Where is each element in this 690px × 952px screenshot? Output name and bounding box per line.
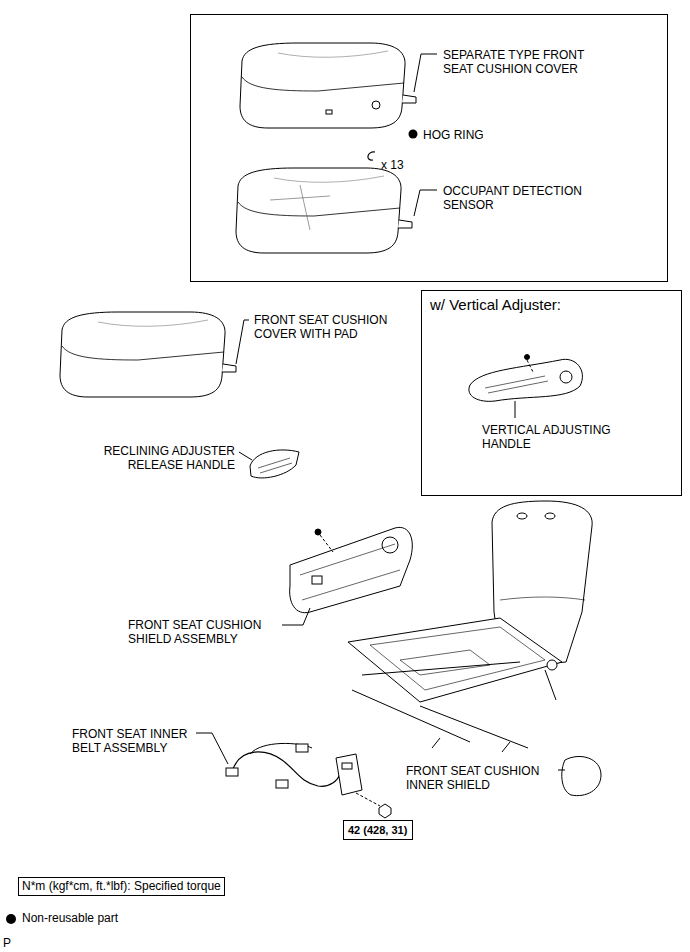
torque-value: 42 (428, 31) — [348, 823, 408, 837]
part-label: OCCUPANT DETECTION SENSOR — [443, 184, 603, 212]
frame-box: SEPARATE TYPE FRONT SEAT CUSHION COVER HO… — [190, 14, 668, 282]
part-label: VERTICAL ADJUSTING HANDLE — [482, 423, 632, 451]
non-reusable-dot — [6, 914, 16, 924]
legend-text: Non-reusable part — [22, 911, 118, 926]
quantity-label: x 13 — [381, 158, 421, 172]
part-label: FRONT SEAT CUSHION INNER SHIELD — [406, 764, 561, 792]
variant-box: w/ Vertical Adjuster: VERTICAL ADJUSTING … — [421, 290, 682, 496]
section-heading: w/ Vertical Adjuster: — [430, 296, 670, 314]
legend-text: N*m (kgf*cm, ft.*lbf): Specified torque — [18, 877, 225, 896]
part-label: FRONT SEAT CUSHION COVER WITH PAD — [254, 313, 414, 341]
part-label: HOG RING — [423, 128, 523, 142]
legend-entry: Non-reusable part — [6, 911, 118, 926]
legend-entry: N*m (kgf*cm, ft.*lbf): Specified torque — [18, 877, 225, 896]
part-label: RECLINING ADJUSTER RELEASE HANDLE — [60, 444, 235, 472]
part-label: FRONT SEAT CUSHION SHIELD ASSEMBLY — [128, 618, 288, 646]
part-label: SEPARATE TYPE FRONT SEAT CUSHION COVER — [443, 48, 608, 76]
torque-box: 42 (428, 31) — [343, 820, 413, 840]
page-mark: P — [3, 936, 23, 950]
part-label: FRONT SEAT INNER BELT ASSEMBLY — [72, 727, 212, 755]
